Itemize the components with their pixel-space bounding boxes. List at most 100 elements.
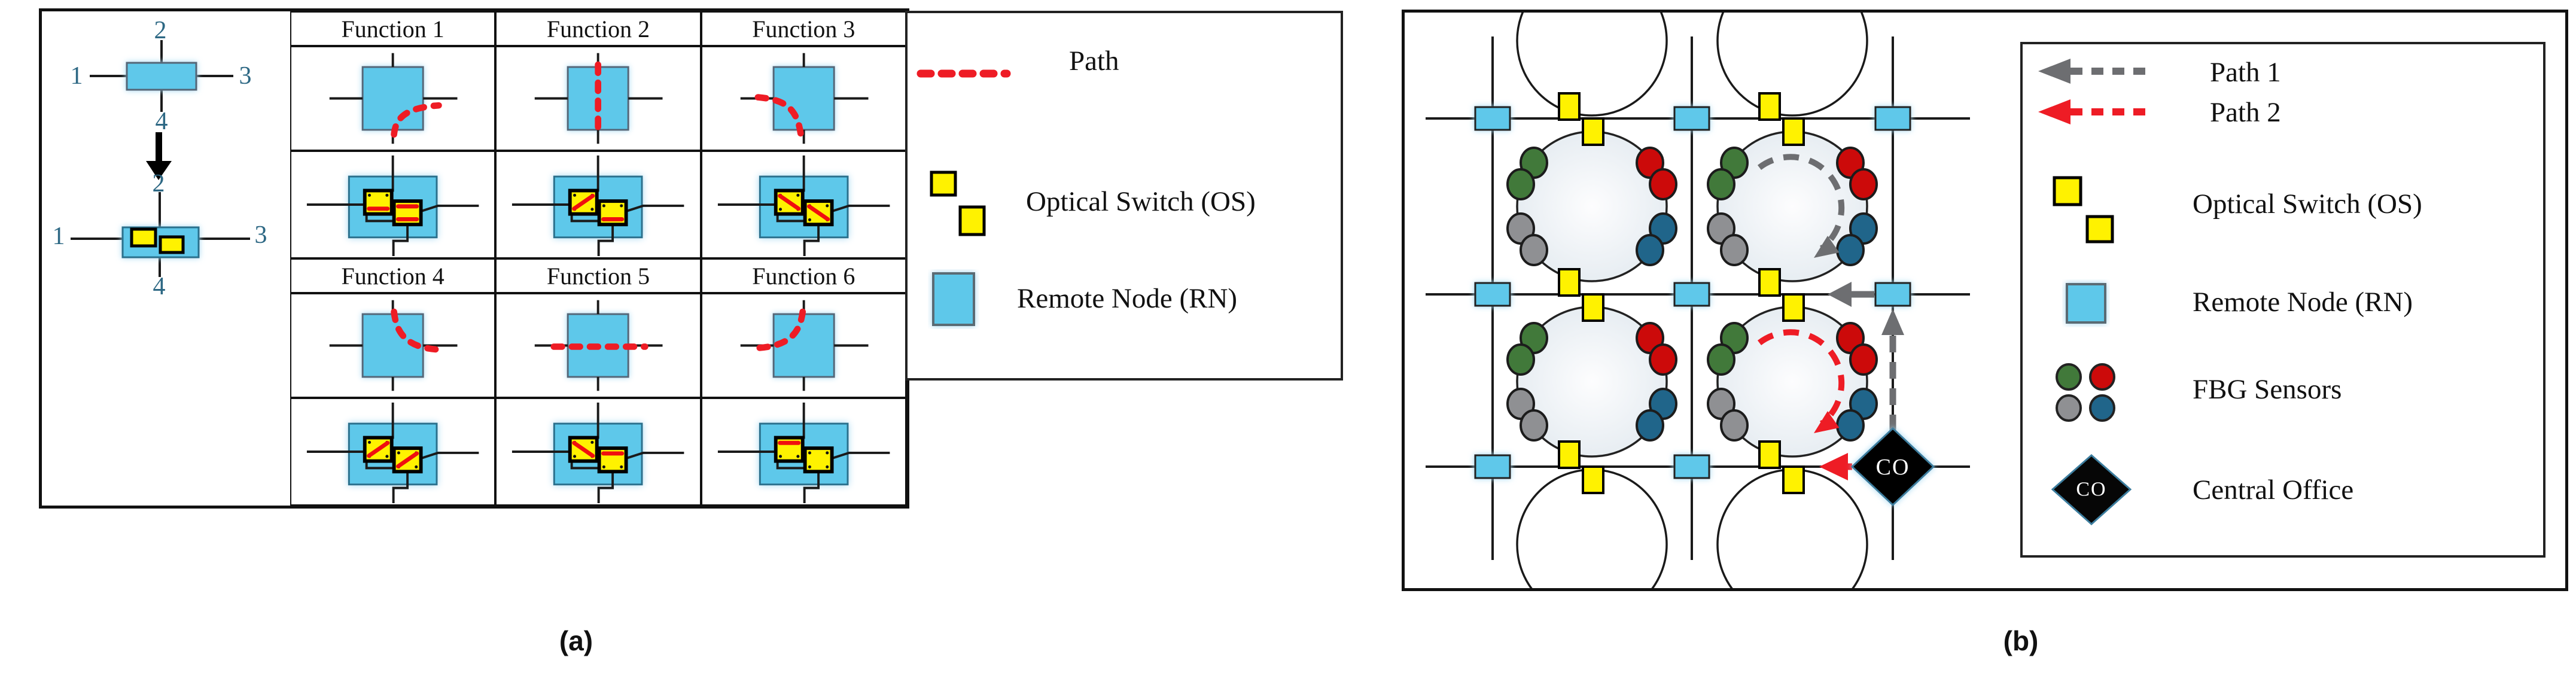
optical-switch xyxy=(1782,465,1805,494)
remote-node xyxy=(1474,106,1511,131)
function-implementation-cell xyxy=(290,151,496,258)
remote-node-icon xyxy=(932,272,975,326)
remote-node xyxy=(1474,282,1511,307)
function-implementation-cell xyxy=(290,398,496,506)
function-path-cell xyxy=(290,293,496,398)
optical-switch xyxy=(130,227,157,248)
path2-arrow-icon xyxy=(2038,99,2147,124)
svg-text:CO: CO xyxy=(2076,479,2106,501)
optical-switch xyxy=(1782,117,1805,146)
remote-node xyxy=(1874,282,1911,307)
path-1-ring-arrow xyxy=(1757,154,1845,251)
function-header: Function 2 xyxy=(495,11,701,46)
path-2-ring-arrow xyxy=(1757,329,1845,426)
fbg-sensor xyxy=(1636,234,1664,266)
port-label: 2 xyxy=(153,170,165,197)
remote-node-icon xyxy=(2066,283,2106,324)
function-path-cell xyxy=(495,46,701,151)
legend-b-fbg-label: FBG Sensors xyxy=(2193,374,2342,405)
remote-node xyxy=(361,66,424,131)
fbg-sensor xyxy=(1707,343,1735,376)
partial-fiber-ring xyxy=(1716,13,1868,117)
function-header: Function 1 xyxy=(290,11,496,46)
fbg-sensor xyxy=(1520,409,1548,442)
optical-switch xyxy=(1782,293,1805,322)
optical-switch xyxy=(1558,268,1581,297)
fbg-sensor xyxy=(1649,343,1677,376)
optical-switch xyxy=(1758,92,1781,121)
remote-node xyxy=(1673,282,1710,307)
fbg-sensor xyxy=(1720,409,1749,442)
fbg-sensor xyxy=(1649,168,1677,200)
figure-a-legend: Path Optical Switch (OS) Remote Node (RN… xyxy=(905,11,1343,381)
path-route xyxy=(754,94,804,139)
path-route xyxy=(391,102,442,138)
legend-a-os-label: Optical Switch (OS) xyxy=(1026,186,1256,217)
function-path-cell xyxy=(495,293,701,398)
remote-node xyxy=(1673,454,1710,479)
function-header: Function 4 xyxy=(290,258,496,293)
caption-a: (a) xyxy=(559,625,593,656)
fbg-sensor xyxy=(1849,168,1878,200)
arrowhead-icon xyxy=(1881,309,1904,335)
optical-switch xyxy=(1758,440,1781,469)
fbg-sensor xyxy=(1849,343,1878,376)
function-header: Function 3 xyxy=(701,11,906,46)
function-header: Function 6 xyxy=(701,258,906,293)
port-label: 4 xyxy=(153,273,166,300)
function-header: Function 5 xyxy=(495,258,701,293)
rn-transformation-diagram: 1 2 3 4 1 2 3 4 xyxy=(53,17,267,300)
legend-b-path2-label: Path 2 xyxy=(2210,97,2281,128)
port-label: 3 xyxy=(239,62,252,90)
fbg-sensor xyxy=(1506,343,1535,376)
figure-b-legend: Path 1 Path 2 Optical Switch (OS) Remote… xyxy=(2020,42,2545,558)
optical-switch xyxy=(1582,117,1604,146)
legend-a-rn-label: Remote Node (RN) xyxy=(1017,283,1238,314)
arrowhead-icon xyxy=(1814,236,1840,258)
remote-node xyxy=(1874,106,1911,131)
function-path-cell xyxy=(701,293,906,398)
path-route xyxy=(756,308,806,351)
legend-b-co-label: Central Office xyxy=(2193,474,2354,506)
optical-switch-icon xyxy=(2053,176,2114,244)
arrowhead-icon xyxy=(1828,282,1852,307)
figure-b-panel: CO Path 1 Path 2 Optical Switch (OS) Rem… xyxy=(1402,10,2568,591)
fbg-sensor xyxy=(1520,234,1548,266)
legend-b-os-label: Optical Switch (OS) xyxy=(2193,188,2422,220)
caption-b: (b) xyxy=(2003,625,2039,656)
central-office-label: CO xyxy=(1876,455,1910,480)
arrowhead-icon xyxy=(1814,411,1840,433)
optical-switch xyxy=(1558,440,1581,469)
function-implementation-cell xyxy=(495,151,701,258)
optical-switch xyxy=(159,235,185,254)
remote-node xyxy=(1673,106,1710,131)
sensor-network-diagram: CO xyxy=(1426,13,1970,588)
fbg-sensor xyxy=(1836,234,1865,266)
central-office xyxy=(1850,427,1935,507)
arrowhead-icon xyxy=(1819,453,1848,480)
fbg-sensor xyxy=(1636,409,1664,442)
path1-arrow-icon xyxy=(2038,59,2147,84)
function-path-cell xyxy=(290,46,496,151)
optical-switch xyxy=(1558,92,1581,121)
fbg-sensor xyxy=(1707,168,1735,200)
fbg-sensor xyxy=(1720,234,1749,266)
function-path-cell xyxy=(701,46,906,151)
optical-switch-icon xyxy=(930,171,986,236)
port-label: 3 xyxy=(255,221,267,249)
port-label: 1 xyxy=(71,62,83,90)
legend-b-path1-label: Path 1 xyxy=(2210,57,2281,88)
central-office-icon: CO xyxy=(2051,454,2132,526)
port-label: 2 xyxy=(154,17,167,44)
path-route xyxy=(391,308,442,353)
function-implementation-cell xyxy=(495,398,701,506)
function-implementation-cell xyxy=(701,398,906,506)
remote-node xyxy=(772,66,835,131)
path-dashes-icon xyxy=(916,69,1011,78)
port-label: 1 xyxy=(53,223,65,250)
port-label: 4 xyxy=(156,108,168,135)
legend-a-path-label: Path xyxy=(1069,45,1119,77)
